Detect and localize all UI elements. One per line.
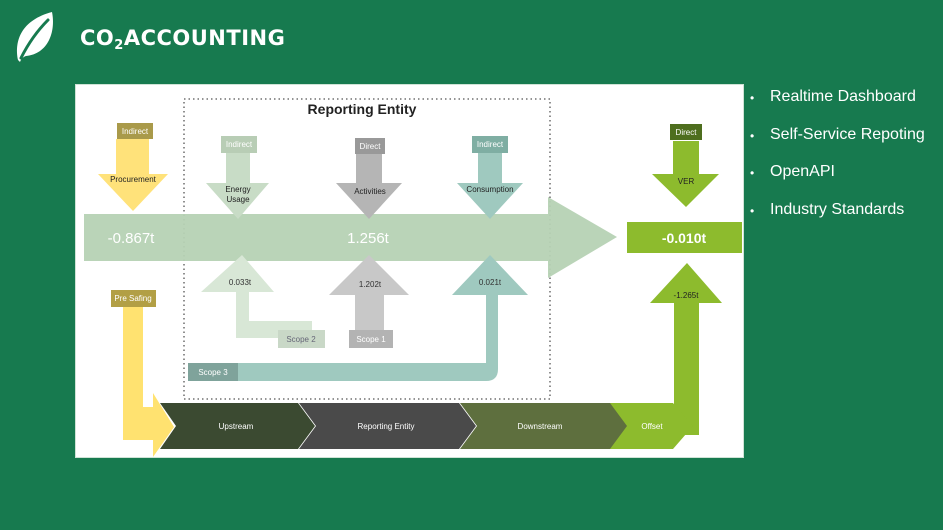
energy-label-line1: Energy <box>225 185 250 194</box>
pre-safing-label: Pre Safing <box>114 294 151 303</box>
feature-item: • Realtime Dashboard <box>750 88 943 126</box>
left-total-value: -0.867t <box>108 230 156 247</box>
feature-item: • OpenAPI <box>750 163 943 201</box>
ver-tag <box>670 124 702 140</box>
emission-flow-diagram: Reporting Entity -0.867t 1.256t Indirect… <box>75 84 744 458</box>
reporting-entity-title: Reporting Entity <box>308 101 417 117</box>
feature-label: Self-Service Repoting <box>770 125 925 143</box>
brand-wordmark: CO2ACCOUNTING <box>80 26 286 53</box>
reporting-entity-chevron <box>299 403 476 449</box>
leaf-logo-icon <box>17 12 53 62</box>
reporting-entity-chain-label: Reporting Entity <box>358 422 415 431</box>
scope3-tag-label: Scope 3 <box>198 368 228 377</box>
offset-chain-label: Offset <box>641 422 663 431</box>
center-total-value: 1.256t <box>347 230 390 247</box>
feature-label: OpenAPI <box>770 163 835 180</box>
energy-tag-label: Indirect <box>226 140 253 149</box>
scope1-value: 1.202t <box>359 280 382 289</box>
scope1-arrow <box>329 255 409 331</box>
ver-label: VER <box>678 177 695 186</box>
procurement-tag <box>117 123 153 139</box>
downstream-label: Downstream <box>518 422 563 431</box>
brand-subscript: 2 <box>114 38 124 53</box>
energy-label-line2: Usage <box>226 195 250 204</box>
bullet-dot-icon: • <box>750 203 755 218</box>
scope3-tag <box>188 363 238 381</box>
scope1-tag-label: Scope 1 <box>356 335 386 344</box>
feature-item: • Industry Standards <box>750 201 943 239</box>
scope2-arrow <box>201 255 312 338</box>
bullet-dot-icon: • <box>750 128 755 143</box>
downstream-chevron <box>460 403 633 449</box>
scope1-tag <box>349 330 393 348</box>
consumption-label: Consumption <box>466 185 513 194</box>
feature-label: Realtime Dashboard <box>770 88 916 105</box>
offset-chevron <box>610 403 693 449</box>
upstream-chevron <box>160 403 315 449</box>
procurement-arrow <box>98 139 168 211</box>
consumption-tag <box>472 136 508 153</box>
upstream-label: Upstream <box>219 422 254 431</box>
ver-tag-label: Direct <box>676 128 698 137</box>
result-value: -0.010t <box>662 230 707 246</box>
scope2-tag <box>278 330 325 348</box>
feature-list: • Realtime Dashboard • Self-Service Repoti… <box>750 88 943 238</box>
scope2-value: 0.033t <box>229 278 252 287</box>
main-flow-arrow <box>84 197 617 278</box>
consumption-arrow <box>457 152 523 219</box>
pre-safing-tag <box>111 290 156 307</box>
consumption-tag-label: Indirect <box>477 140 504 149</box>
procurement-label: Procurement <box>110 175 157 184</box>
offset-value: -1.265t <box>674 291 700 300</box>
offset-arrow <box>636 263 722 435</box>
activities-tag-label: Direct <box>360 142 382 151</box>
pre-safing-arrow <box>123 307 174 457</box>
scope3-value: 0.021t <box>479 278 502 287</box>
energy-tag <box>221 136 257 153</box>
bullet-dot-icon: • <box>750 91 755 105</box>
brand-prefix: CO <box>80 26 115 50</box>
procurement-tag-label: Indirect <box>122 127 149 136</box>
scope2-tag-label: Scope 2 <box>286 335 316 344</box>
activities-arrow <box>336 152 402 219</box>
app-header: CO2ACCOUNTING <box>0 0 943 80</box>
result-box <box>627 222 742 253</box>
bullet-dot-icon: • <box>750 166 755 180</box>
feature-label: Industry Standards <box>770 200 905 218</box>
ver-arrow <box>652 141 719 207</box>
feature-item: • Self-Service Repoting <box>750 126 943 164</box>
brand-suffix: ACCOUNTING <box>123 26 286 50</box>
energy-usage-arrow <box>206 152 269 219</box>
activities-label: Activities <box>354 187 386 196</box>
activities-tag <box>355 138 385 154</box>
